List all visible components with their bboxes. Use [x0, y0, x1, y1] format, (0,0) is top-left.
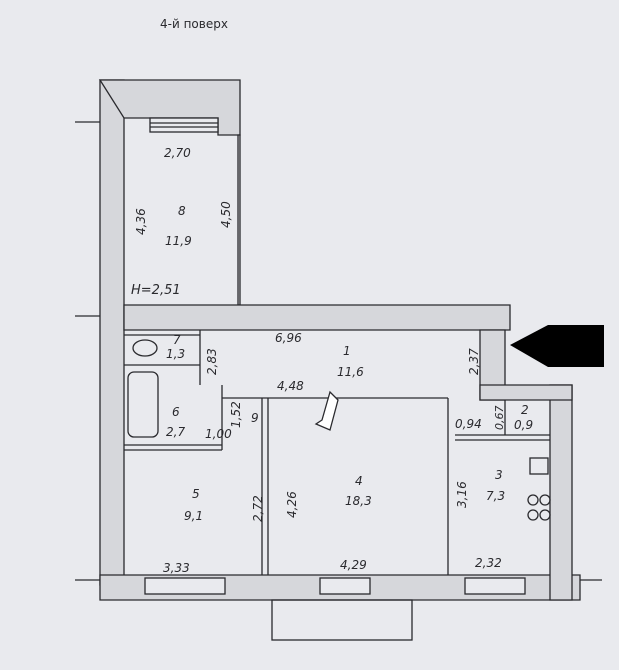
- room-3-area: 7,3: [486, 489, 505, 503]
- dim-top-width: 2,70: [164, 146, 191, 160]
- window-top: [149, 117, 219, 133]
- dim-hall-right-height: 2,37: [467, 348, 481, 375]
- dim-room5-height: 2,72: [251, 495, 265, 522]
- dim-pantry-height: 0,67: [493, 406, 506, 431]
- toilet-icon: [132, 339, 158, 357]
- room-4-number: 4: [355, 474, 363, 488]
- room-8-area: 11,9: [165, 234, 192, 248]
- window-kitchen: [464, 577, 526, 595]
- room-2-area: 0,9: [514, 418, 533, 432]
- wall-right-upper: [237, 134, 241, 306]
- balcony: [271, 599, 413, 641]
- stove-burner-icon: [539, 509, 551, 521]
- bathtub-icon: [127, 371, 159, 438]
- outer-wall-top-balcony: [98, 79, 241, 136]
- room-5-number: 5: [192, 487, 200, 501]
- dim-room4-height: 4,26: [285, 491, 299, 518]
- window-room4: [319, 577, 371, 595]
- room-5-area: 9,1: [184, 509, 203, 523]
- room-3-number: 3: [495, 468, 503, 482]
- room-7-area: 1,3: [166, 347, 185, 361]
- room-6-number: 6: [172, 405, 180, 419]
- dim-right-height: 4,50: [219, 201, 233, 228]
- entrance-arrow-icon: [510, 325, 604, 367]
- stove-burner-icon: [527, 494, 539, 506]
- dim-closet-height: 1,52: [229, 401, 243, 428]
- room-4-area: 18,3: [345, 494, 372, 508]
- stove-burner-icon: [527, 509, 539, 521]
- door-arrow-icon: [314, 390, 339, 431]
- room-2-number: 2: [521, 403, 529, 417]
- dim-corridor-width: 6,96: [275, 331, 302, 345]
- wall-corridor-top: [123, 304, 511, 331]
- dim-bottom-mid: 4,29: [340, 558, 367, 572]
- room-9-number: 9: [251, 411, 259, 425]
- dim-bath-width: 1,00: [205, 427, 232, 441]
- room-6-area: 2,7: [166, 425, 185, 439]
- sink-icon: [529, 457, 549, 475]
- dim-wc-height: 2,83: [205, 348, 219, 375]
- window-room5: [144, 577, 226, 595]
- outer-wall-right: [549, 384, 573, 601]
- room-1-number: 1: [343, 344, 351, 358]
- outer-wall-left: [99, 79, 125, 586]
- stove-burner-icon: [539, 494, 551, 506]
- dim-bottom-right: 2,32: [475, 556, 502, 570]
- ceiling-height: H=2,51: [131, 283, 181, 298]
- dim-left-height: 4,36: [134, 208, 148, 235]
- dim-bottom-left: 3,33: [163, 561, 190, 575]
- floor-title: 4-й поверх: [160, 17, 228, 31]
- room-1-area: 11,6: [337, 365, 364, 379]
- wall-kitchen-top: [479, 384, 573, 401]
- room-7-number: 7: [173, 333, 181, 347]
- dim-hall-width: 4,48: [277, 379, 304, 393]
- room-8-number: 8: [178, 204, 186, 218]
- dim-pantry-width: 0,94: [455, 417, 482, 431]
- dim-kitchen-height: 3,16: [455, 481, 469, 508]
